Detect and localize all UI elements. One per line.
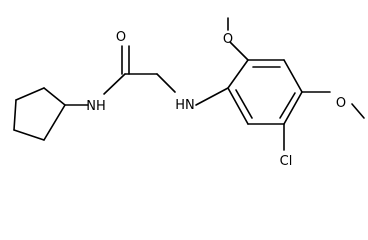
bond-ar-3 [283,59,303,93]
bond-ar-inner-3 [235,89,253,119]
cyclopentane-ring [13,87,66,141]
amine-hn-label: HN [175,98,195,113]
amide-nh-label: NH [86,99,106,114]
bond-ar-1 [227,59,249,89]
bond-ring-2 [15,87,45,101]
bond-ar-4 [283,91,303,125]
bond-ar-inner-2 [279,92,296,119]
bond-nh-carbonyl [103,73,126,95]
carbonyl-oxygen-label: O [116,30,126,45]
bond-ch2-hn [156,73,176,93]
methoxy-oxygen-right-label: O [336,96,346,111]
bond-ring-4 [13,129,45,141]
carbonyl-double-bond [121,45,130,75]
structure-canvas: O NH HN O O Cl [13,17,365,169]
benzene-ring [227,59,303,125]
bond-ring-5 [43,104,66,141]
bond-ome-right-ch3 [351,103,365,119]
molecule-structure: O NH HN O O Cl [13,17,365,169]
methoxy-oxygen-top-label: O [223,32,233,47]
bond-ring-3 [13,99,17,131]
bond-hn-aryl [195,87,229,106]
chlorine-label: Cl [280,154,293,169]
bond-ar-6 [227,87,249,125]
bond-ring-1 [43,87,66,106]
bond-ar-ome-top [229,41,249,61]
